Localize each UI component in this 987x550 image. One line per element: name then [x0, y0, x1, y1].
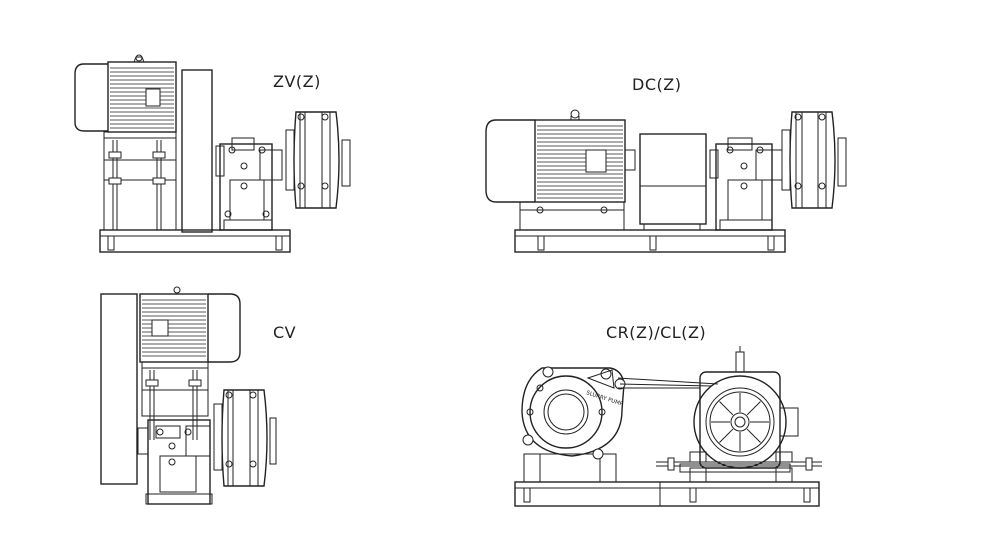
crz-pump-volute — [521, 367, 625, 457]
dcz-base — [514, 229, 786, 253]
zvz-pump-assembly — [74, 54, 351, 253]
label-zvz: ZV(Z) — [273, 72, 321, 91]
dcz-pump-assembly — [485, 109, 847, 253]
label-cv: CV — [273, 323, 297, 342]
zvz-pump-casing — [293, 111, 340, 209]
pulley-spoke — [719, 428, 734, 443]
cv-pump-casing — [221, 389, 268, 487]
dcz-coupling-guard — [639, 133, 707, 225]
pulley-spoke — [746, 401, 761, 416]
zvz-frame — [181, 69, 213, 233]
dcz-motor-endcap — [485, 119, 535, 203]
cv-frame — [100, 293, 138, 485]
cv-pump-assembly — [100, 286, 277, 505]
dcz-bearing-assembly — [715, 143, 773, 231]
label-dcz: DC(Z) — [632, 75, 682, 94]
zvz-terminal-box — [145, 88, 161, 107]
zvz-base — [99, 229, 291, 253]
crz-pump-front-cover — [529, 375, 603, 449]
crz-motor — [699, 371, 781, 469]
zvz-motor-endcap — [74, 63, 108, 132]
zvz-motor — [107, 61, 177, 133]
pulley-spoke — [746, 428, 761, 443]
pulley-spoke — [719, 401, 734, 416]
crz-plate-text: SLURRY PUMP — [585, 390, 624, 408]
cv-terminal-box — [151, 319, 169, 337]
cv-motor-endcap — [208, 293, 241, 363]
crz-pump-assembly: SLURRY PUMP — [514, 346, 822, 507]
label-crz-clz: CR(Z)/CL(Z) — [606, 323, 707, 342]
crz-motor-pulley — [693, 375, 787, 469]
dcz-pump-casing — [789, 111, 836, 209]
crz-base — [514, 481, 820, 507]
dcz-terminal-box — [585, 149, 607, 173]
